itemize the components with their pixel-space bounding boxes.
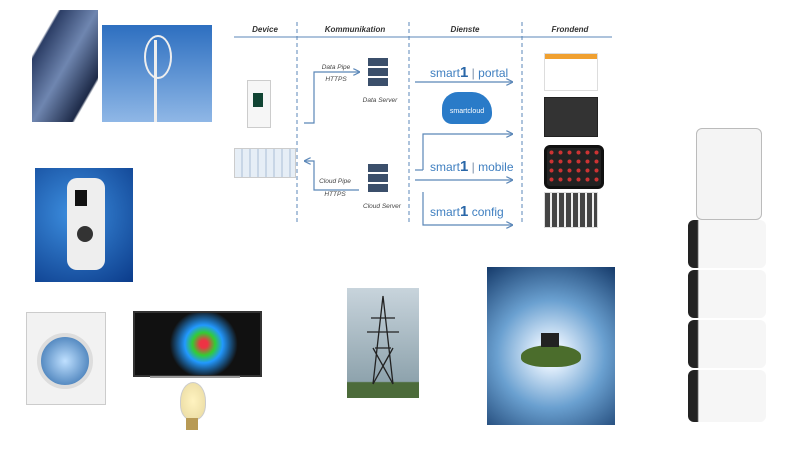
smart1-mobile-logo: smart1 | mobile [430, 158, 514, 175]
wind-turbine-image [102, 25, 212, 122]
solar-panel-image [32, 10, 98, 122]
cloud-pipe-label: Cloud Pipe [319, 178, 351, 185]
brand-prefix: smart [430, 66, 460, 80]
power-pylon-image [347, 288, 419, 398]
smart1-config-logo: smart1 config [430, 203, 504, 220]
smartcloud-text: smartcloud [449, 108, 485, 115]
floating-island-image [487, 267, 615, 425]
mobile-app-screenshot [544, 145, 604, 189]
wallbox-image [35, 168, 133, 282]
smartcloud-logo: smartcloud [442, 92, 492, 124]
header-device: Device [252, 25, 278, 34]
data-server-icon [368, 58, 388, 88]
data-pipe-label: Data Pipe [321, 64, 351, 71]
brand-mobile: mobile [478, 160, 514, 174]
dashboard-screenshot [544, 97, 598, 137]
brand-prefix: smart [430, 205, 460, 219]
data-pipe-protocol: HTTPS [325, 76, 347, 83]
header-frondend: Frondend [551, 25, 589, 34]
header-kommunikation: Kommunikation [324, 25, 386, 34]
brand-config: config [471, 205, 504, 219]
portal-screenshot [544, 53, 598, 91]
brand-one: 1 [460, 64, 469, 81]
brand-one: 1 [460, 203, 469, 220]
cloud-server-icon [368, 164, 388, 194]
cloud-pipe-protocol: HTTPS [324, 191, 346, 198]
battery-storage-image [688, 128, 770, 425]
data-server-label: Data Server [362, 97, 398, 104]
controller-device [234, 148, 296, 178]
brand-portal: portal [478, 66, 509, 80]
header-dienste: Dienste [450, 25, 480, 34]
cloud-server-label: Cloud Server [363, 203, 401, 210]
washing-machine-image [26, 312, 106, 405]
lightbulb-image [180, 382, 206, 420]
brand-prefix: smart [430, 160, 460, 174]
config-screenshot [544, 192, 598, 228]
brand-one: 1 [460, 158, 469, 175]
smart1-portal-logo: smart1 | portal [430, 64, 509, 81]
gateway-device [247, 80, 271, 128]
